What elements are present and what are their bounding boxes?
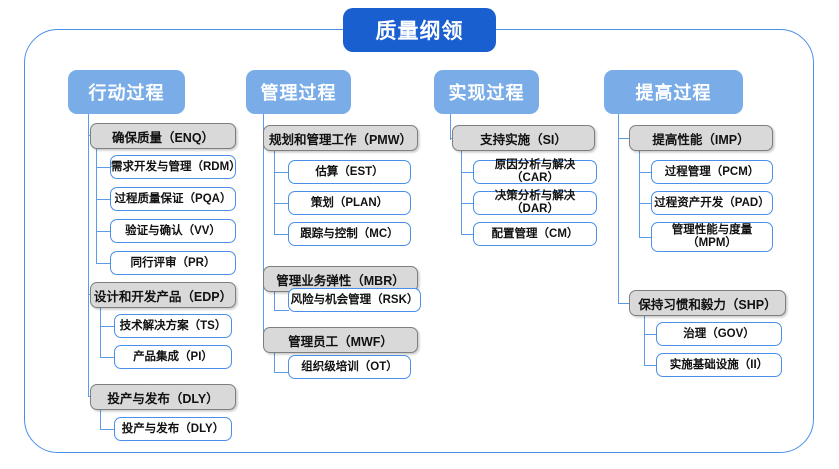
connector-stub-0-0-2 — [96, 231, 111, 233]
connector-stub-2-0-2 — [461, 234, 474, 236]
connector-children-spine-0-0 — [96, 149, 98, 263]
leaf-0-0-1[interactable]: 过程质量保证（PQA） — [110, 187, 236, 211]
root-title: 质量纲领 — [343, 8, 496, 52]
leaf-0-0-2[interactable]: 验证与确认（VV） — [110, 219, 236, 243]
connector-stub-0-0-1 — [96, 199, 111, 201]
connector-children-spine-1-0 — [274, 151, 276, 234]
connector-children-spine-1-2 — [274, 353, 276, 373]
leaf-0-0-3[interactable]: 同行评审（PR） — [110, 251, 236, 275]
leaf-1-0-1[interactable]: 策划（PLAN） — [288, 191, 411, 215]
leaf-3-0-0[interactable]: 过程管理（PCM） — [651, 160, 773, 184]
connector-spine-col-0 — [88, 114, 90, 396]
connector-stub-0-0-0 — [96, 167, 111, 169]
leaf-0-2-0[interactable]: 投产与发布（DLY） — [114, 417, 232, 441]
leaf-3-1-1[interactable]: 实施基础设施（II） — [656, 353, 782, 377]
connector-stub-1-1-0 — [274, 310, 289, 312]
connector-stub-0-2-0 — [100, 429, 115, 431]
group-1-2[interactable]: 管理员工（MWF） — [263, 327, 418, 353]
leaf-2-0-2[interactable]: 配置管理（CM） — [473, 222, 597, 246]
category-0[interactable]: 行动过程 — [68, 70, 185, 114]
group-1-0[interactable]: 规划和管理工作（PMW） — [263, 125, 418, 151]
connector-stub-1-2-0 — [274, 372, 289, 374]
connector-stub-3-0-2 — [639, 237, 652, 239]
connector-children-spine-3-0 — [639, 151, 641, 238]
leaf-1-0-2[interactable]: 跟踪与控制（MC） — [288, 222, 411, 246]
connector-children-spine-2-0 — [461, 151, 463, 234]
group-3-1[interactable]: 保持习惯和毅力（SHP） — [629, 290, 786, 316]
group-3-0[interactable]: 提高性能（IMP） — [629, 125, 773, 151]
connector-stub-group-3-1 — [618, 303, 630, 305]
category-2[interactable]: 实现过程 — [434, 70, 539, 114]
leaf-2-0-0[interactable]: 原因分析与解决（CAR） — [473, 159, 597, 184]
connector-spine-col-3 — [618, 114, 620, 304]
connector-stub-0-1-0 — [100, 326, 115, 328]
leaf-0-1-1[interactable]: 产品集成（PI） — [114, 345, 232, 369]
leaf-0-0-0[interactable]: 需求开发与管理（RDM） — [110, 155, 241, 179]
connector-children-spine-3-1 — [644, 316, 646, 366]
leaf-1-2-0[interactable]: 组织级培训（OT） — [288, 355, 411, 379]
group-0-0[interactable]: 确保质量（ENQ） — [90, 123, 236, 149]
leaf-3-1-0[interactable]: 治理（GOV） — [656, 322, 782, 346]
leaf-2-0-1[interactable]: 决策分析与解决（DAR） — [473, 190, 597, 215]
connector-stub-3-1-1 — [644, 365, 657, 367]
leaf-3-0-1[interactable]: 过程资产开发（PAD） — [651, 191, 773, 215]
connector-stub-group-3-0 — [618, 138, 630, 140]
connector-stub-0-0-3 — [96, 263, 111, 265]
connector-stub-1-0-1 — [274, 203, 289, 205]
connector-stub-3-0-1 — [639, 203, 652, 205]
connector-spine-col-1 — [263, 114, 265, 341]
connector-stub-1-0-0 — [274, 172, 289, 174]
connector-stub-0-1-1 — [100, 357, 115, 359]
connector-stub-2-0-1 — [461, 203, 474, 205]
connector-spine-col-2 — [450, 114, 452, 140]
leaf-1-1-0[interactable]: 风险与机会管理（RSK） — [288, 288, 421, 312]
connector-stub-3-0-0 — [639, 172, 652, 174]
connector-children-spine-0-2 — [100, 410, 102, 430]
category-3[interactable]: 提高过程 — [604, 70, 743, 114]
connector-stub-2-0-0 — [461, 172, 474, 174]
category-1[interactable]: 管理过程 — [246, 70, 351, 114]
leaf-3-0-2[interactable]: 管理性能与度量 （MPM） — [651, 222, 773, 252]
group-2-0[interactable]: 支持实施（SI） — [452, 125, 595, 151]
group-0-1[interactable]: 设计和开发产品（EDP） — [90, 282, 236, 308]
leaf-1-0-0[interactable]: 估算（EST） — [288, 160, 411, 184]
group-1-1[interactable]: 管理业务弹性（MBR） — [263, 266, 418, 292]
connector-stub-3-1-0 — [644, 334, 657, 336]
group-0-2[interactable]: 投产与发布（DLY） — [90, 384, 236, 410]
connector-children-spine-1-1 — [274, 292, 276, 311]
leaf-0-1-0[interactable]: 技术解决方案（TS） — [114, 314, 232, 338]
connector-stub-1-0-2 — [274, 234, 289, 236]
connector-children-spine-0-1 — [100, 308, 102, 358]
